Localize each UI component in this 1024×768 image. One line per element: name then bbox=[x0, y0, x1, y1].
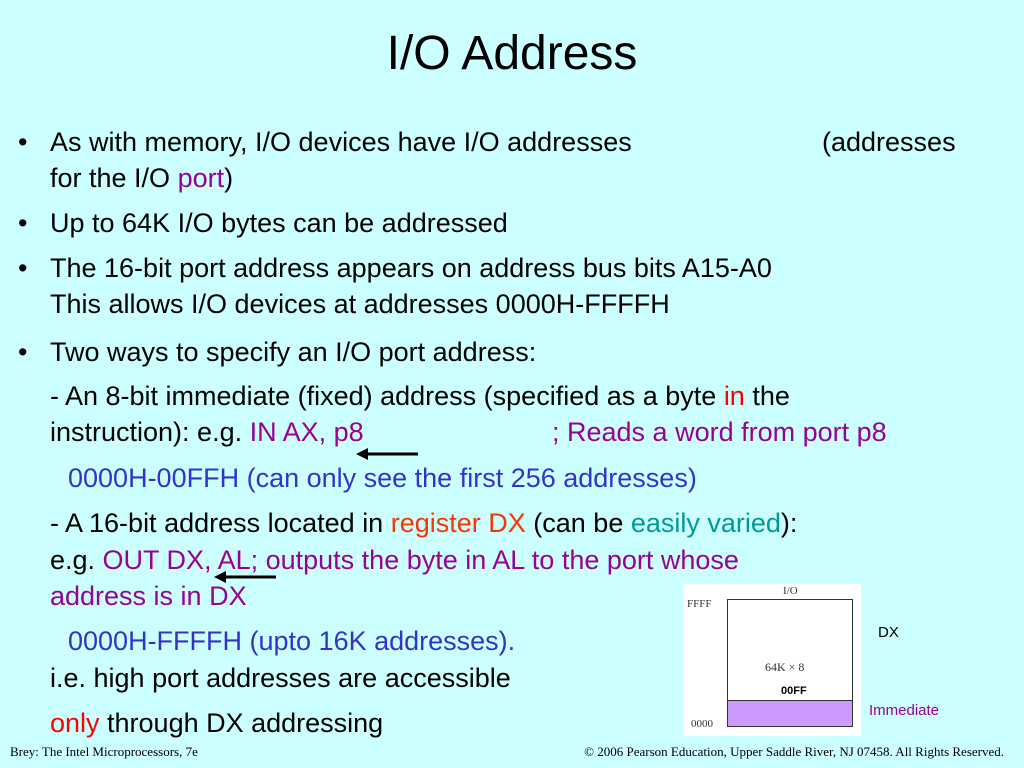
bullet-2: Up to 64K I/O bytes can be addressed bbox=[50, 208, 508, 238]
io-size: 64K × 8 bbox=[765, 660, 805, 674]
dx-label: DX bbox=[878, 624, 899, 641]
bullet-marker: • bbox=[18, 127, 28, 157]
slide-title: I/O Address bbox=[386, 27, 638, 80]
bullet-1-line-1: As with memory, I/O devices have I/O add… bbox=[50, 124, 632, 160]
bullet-1-line-2-pre: for the I/O bbox=[50, 163, 178, 193]
out-instruction: OUT DX, AL bbox=[102, 545, 251, 575]
arrow-left-icon bbox=[356, 448, 418, 460]
sub-2-line-1: - A 16-bit address located in register D… bbox=[50, 505, 797, 541]
top-address: FFFF bbox=[687, 598, 712, 610]
note-line-1: i.e. high port addresses are accessible bbox=[50, 663, 511, 693]
bullet-3-line-2: This allows I/O devices at addresses 000… bbox=[50, 289, 670, 319]
bullet-marker: • bbox=[18, 337, 28, 367]
sub-2-line-1-pre: - A 16-bit address located in bbox=[50, 508, 391, 538]
sub-2-line-2: e.g. OUT DX, AL; outputs the byte in AL … bbox=[50, 542, 739, 578]
sub-2-line-2-pre: e.g. bbox=[50, 545, 103, 575]
sub-1-line-1-post: the bbox=[744, 381, 790, 411]
sub-1-line-1-pre: - An 8-bit immediate (fixed) address (sp… bbox=[50, 381, 724, 411]
bullet-1-text: As with memory, I/O devices have I/O add… bbox=[50, 127, 632, 157]
io-memory-diagram: I/O FFFF 64K × 8 00FF 0000 bbox=[683, 584, 861, 736]
sub-2-line-1-mid: (can be bbox=[525, 508, 631, 538]
bullet-1-tail: (addresses bbox=[822, 127, 956, 157]
bullet-marker: • bbox=[18, 208, 28, 238]
register-word: register bbox=[390, 508, 481, 538]
out-comment: ; outputs the byte in AL to the port who… bbox=[250, 545, 739, 575]
arrow-left-icon bbox=[214, 571, 276, 583]
footer-left: Brey: The Intel Microprocessors, 7e bbox=[10, 744, 198, 759]
in-word: in bbox=[723, 381, 745, 411]
in-instruction: IN AX, p8 bbox=[249, 417, 364, 447]
sub-1-line-1: - An 8-bit immediate (fixed) address (sp… bbox=[50, 378, 790, 414]
bottom-address: 0000 bbox=[691, 718, 713, 730]
dx-word: DX bbox=[488, 508, 526, 538]
bullet-1-line-2: for the I/O port) bbox=[50, 160, 233, 196]
sub-1-line-2: instruction): e.g. IN AX, p8 bbox=[50, 414, 364, 450]
immediate-band bbox=[727, 700, 853, 727]
easily-varied: easily varied bbox=[630, 508, 781, 538]
footer-right: © 2006 Pearson Education, Upper Saddle R… bbox=[584, 744, 1004, 759]
note-line-2: only through DX addressing bbox=[50, 705, 383, 741]
port-word: port bbox=[177, 163, 225, 193]
bullet-1-line-2-post: ) bbox=[224, 163, 234, 193]
note-line-2-post: through DX addressing bbox=[99, 708, 384, 738]
bullet-3-line-1: The 16-bit port address appears on addre… bbox=[50, 253, 772, 283]
dx-range: 0000H-FFFFH (upto 16K addresses). bbox=[68, 626, 516, 656]
sub-1-line-2-pre: instruction): e.g. bbox=[50, 417, 250, 447]
only-word: only bbox=[50, 708, 100, 738]
band-label: 00FF bbox=[781, 685, 807, 697]
immediate-range: 0000H-00FFH (can only see the first 256 … bbox=[68, 463, 697, 493]
sub-2-line-1-post: ): bbox=[780, 508, 798, 538]
sub-2-line-3: address is in DX bbox=[50, 581, 247, 611]
immediate-label: Immediate bbox=[869, 702, 940, 719]
diagram-header: I/O bbox=[783, 585, 798, 597]
in-comment: ; Reads a word from port p8 bbox=[552, 417, 887, 447]
bullet-marker: • bbox=[18, 253, 28, 283]
bullet-4: Two ways to specify an I/O port address: bbox=[50, 337, 537, 367]
